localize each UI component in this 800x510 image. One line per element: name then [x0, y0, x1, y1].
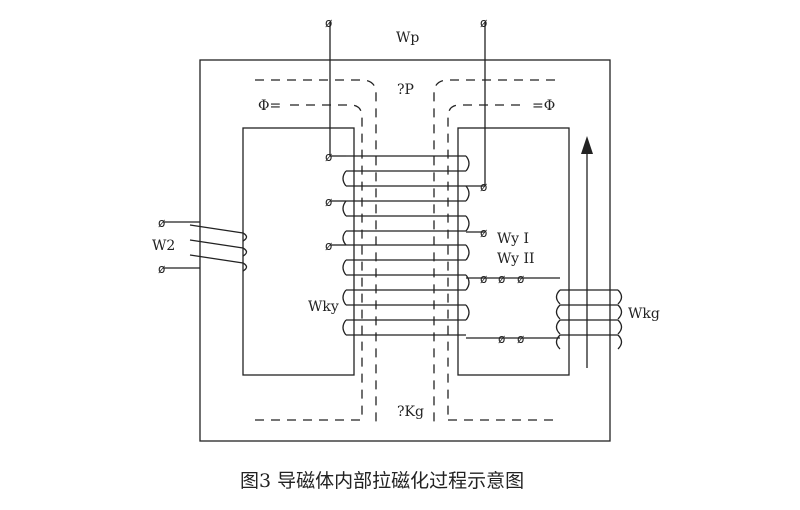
- terminal-symbol: ø: [158, 216, 165, 230]
- terminal-symbol: ø: [325, 16, 332, 30]
- terminal-symbol: ø: [325, 150, 332, 164]
- coil-turn: [465, 304, 470, 321]
- coil-turn: [342, 170, 347, 187]
- coil-turn: [555, 304, 561, 320]
- center-coil-winding: [342, 155, 470, 336]
- coil-turn: [465, 274, 470, 291]
- coil-turn: [617, 289, 623, 305]
- terminal-symbol: ø: [480, 16, 487, 30]
- coil-turn: [617, 334, 623, 350]
- coil-turn: [189, 254, 244, 264]
- coil-turn: [465, 185, 470, 202]
- coil-turn: [242, 232, 248, 242]
- label-wky: Wky: [308, 299, 339, 315]
- terminal-symbol: ø: [325, 239, 332, 253]
- label-wp: Wp: [396, 30, 419, 46]
- coil-turn: [342, 230, 347, 246]
- wp-leads: [329, 22, 486, 186]
- coil-turn: [342, 319, 347, 336]
- coil-turn: [555, 289, 561, 305]
- coil-turn: [189, 224, 244, 234]
- label-phi-right: =Φ: [532, 98, 555, 114]
- terminal-symbol: ø: [517, 272, 524, 286]
- coil-turn: [617, 304, 623, 320]
- coil-turn: [465, 155, 470, 172]
- right-window: [457, 127, 570, 376]
- terminal-symbol: ø: [480, 272, 487, 286]
- flux-paths: [255, 79, 555, 422]
- label-wkg: Wkg: [628, 306, 660, 322]
- w2-leads: [163, 221, 200, 269]
- coil-turn: [242, 262, 248, 272]
- w2-coil: [189, 224, 248, 272]
- figure-caption: 图3 导磁体内部拉磁化过程示意图: [240, 470, 524, 492]
- label-wy2: Wy II: [497, 251, 535, 267]
- terminal-symbol: ø: [498, 272, 505, 286]
- coil-turn: [465, 215, 470, 232]
- label-phi-left: Φ=: [258, 98, 281, 114]
- outer-core: [199, 59, 611, 442]
- coil-turn: [189, 239, 244, 249]
- label-wy1: Wy I: [497, 231, 529, 247]
- label-phi-kg: ?Kg: [397, 404, 424, 420]
- wkg-coil: [555, 289, 623, 350]
- coil-turn: [242, 247, 248, 257]
- coil-turn: [555, 334, 561, 350]
- coil-turn: [342, 289, 347, 306]
- terminal-symbol: ø: [158, 262, 165, 276]
- terminal-symbol: ø: [325, 195, 332, 209]
- coil-turn: [555, 319, 561, 335]
- terminal-symbol: ø: [480, 180, 487, 194]
- coil-turn: [342, 200, 347, 217]
- coil-turn: [465, 244, 470, 261]
- label-w2: W2: [152, 238, 175, 254]
- coil-turn: [617, 319, 623, 335]
- terminal-symbol: ø: [498, 332, 505, 346]
- terminals: ø ø ø ø ø ø ø ø ø ø ø ø ø ø: [158, 16, 524, 346]
- terminal-symbol: ø: [517, 332, 524, 346]
- coil-turn: [342, 259, 347, 276]
- coil-leads: [330, 155, 560, 339]
- left-window: [242, 127, 355, 376]
- terminal-symbol: ø: [480, 226, 487, 240]
- label-phi-p: ?P: [397, 82, 414, 98]
- flux-direction-arrow: [581, 136, 593, 368]
